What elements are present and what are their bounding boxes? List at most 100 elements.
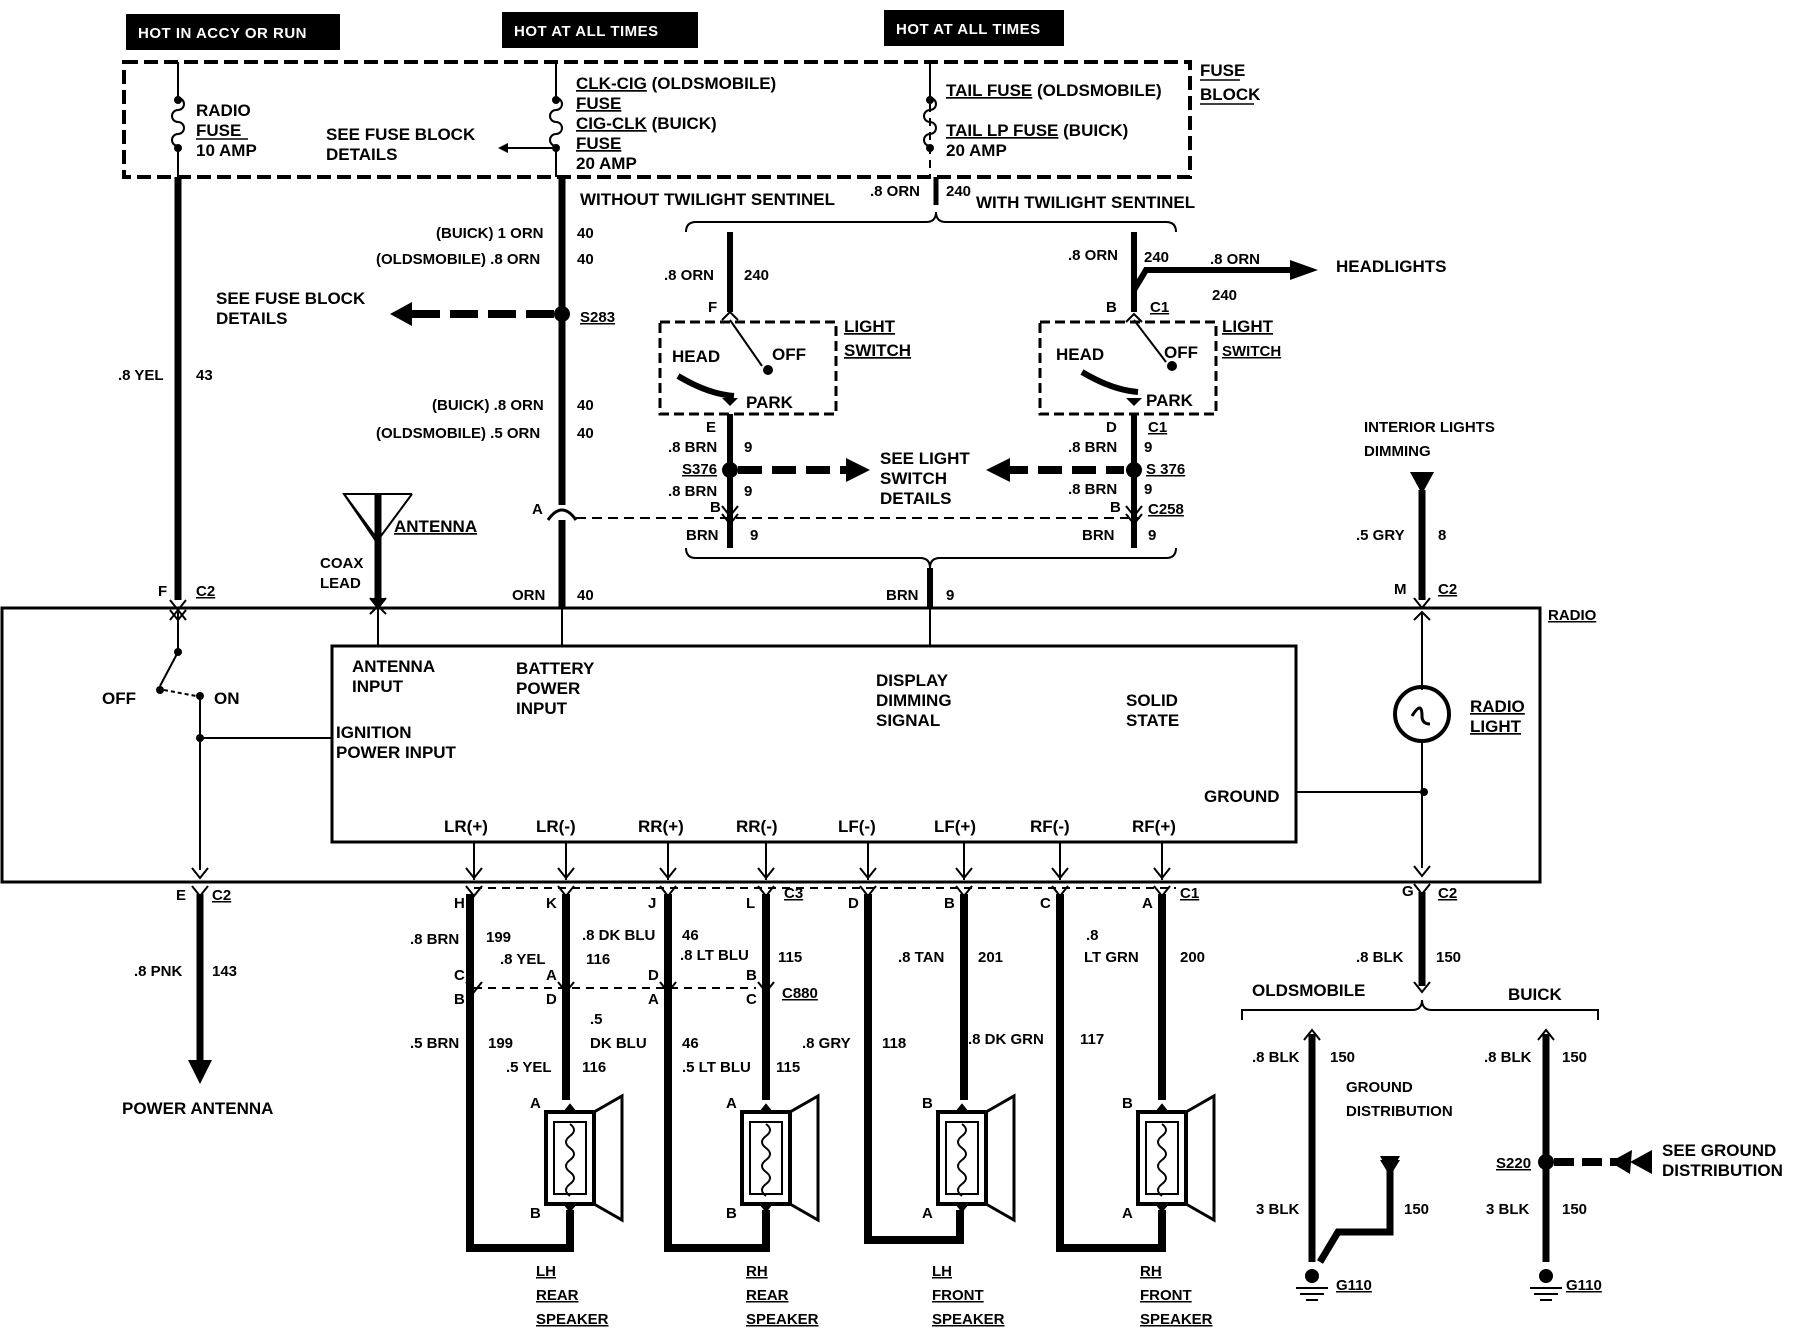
speaker-pin-top: B bbox=[1122, 1095, 1133, 1112]
svg-text:CLK-CIG (OLDSMOBILE): CLK-CIG (OLDSMOBILE) bbox=[576, 74, 776, 93]
svg-text:150: 150 bbox=[1562, 1201, 1587, 1218]
svg-text:GROUND: GROUND bbox=[1346, 1079, 1413, 1096]
svg-text:.8 BLK: .8 BLK bbox=[1484, 1049, 1532, 1066]
tail-fuse: TAIL FUSE (OLDSMOBILE) TAIL LP FUSE (BUI… bbox=[923, 62, 1162, 160]
speaker-pin-bottom: B bbox=[530, 1205, 541, 1222]
svg-text:3 BLK: 3 BLK bbox=[1486, 1201, 1530, 1218]
svg-text:10 AMP: 10 AMP bbox=[196, 141, 257, 160]
svg-text:LT GRN: LT GRN bbox=[1084, 949, 1139, 966]
svg-text:9: 9 bbox=[1148, 527, 1156, 544]
output-label: LR(+) bbox=[444, 817, 488, 836]
svg-text:RADIO: RADIO bbox=[1548, 607, 1597, 624]
svg-text:S376: S376 bbox=[682, 461, 717, 478]
output-arrow bbox=[659, 867, 677, 880]
connector-pin: C bbox=[1040, 895, 1051, 912]
svg-text:C3: C3 bbox=[784, 885, 803, 902]
c880-pin-bottom: C bbox=[746, 991, 757, 1008]
connector-pin: B bbox=[944, 895, 955, 912]
power-antenna-circuit: E C2 .8 PNK 143 POWER ANTENNA bbox=[122, 885, 273, 1118]
svg-text:.8 DK BLU: .8 DK BLU bbox=[582, 927, 655, 944]
svg-text:SEE GROUND: SEE GROUND bbox=[1662, 1141, 1776, 1160]
svg-text:.8 ORN: .8 ORN bbox=[1068, 247, 1118, 264]
speaker-label: REAR bbox=[536, 1287, 579, 1304]
svg-text:SWITCH: SWITCH bbox=[844, 341, 911, 360]
svg-text:POWER: POWER bbox=[516, 679, 580, 698]
output-label: RF(-) bbox=[1030, 817, 1070, 836]
c880-chevron bbox=[659, 981, 677, 994]
svg-text:8: 8 bbox=[1438, 527, 1446, 544]
svg-text:DETAILS: DETAILS bbox=[880, 489, 951, 508]
svg-text:150: 150 bbox=[1436, 949, 1461, 966]
connector-chevron bbox=[859, 885, 877, 898]
svg-text:(OLDSMOBILE) .8 ORN: (OLDSMOBILE) .8 ORN bbox=[376, 251, 540, 268]
svg-text:G110: G110 bbox=[1566, 1277, 1602, 1294]
speaker-label: FRONT bbox=[932, 1287, 984, 1304]
clk-cig-fuse: CLK-CIG (OLDSMOBILE) FUSE CIG-CLK (BUICK… bbox=[549, 62, 776, 177]
c880-pin-top: B bbox=[746, 967, 757, 984]
header-at-all-times-2: HOT AT ALL TIMES bbox=[884, 10, 1064, 46]
svg-text:SEE FUSE BLOCK: SEE FUSE BLOCK bbox=[326, 125, 476, 144]
svg-text:HEAD: HEAD bbox=[672, 347, 720, 366]
output-label: LF(-) bbox=[838, 817, 876, 836]
svg-text:A: A bbox=[532, 501, 543, 518]
radio-unit: RADIO OFF ON ANTENNA INPUT BATTERY POWER… bbox=[0, 604, 1597, 884]
output-label: RR(+) bbox=[638, 817, 684, 836]
svg-text:150: 150 bbox=[1404, 1201, 1429, 1218]
svg-text:RADIO: RADIO bbox=[196, 101, 251, 120]
svg-text:115: 115 bbox=[776, 1059, 800, 1076]
svg-text:.5 LT BLU: .5 LT BLU bbox=[682, 1059, 751, 1076]
svg-text:.8 LT BLU: .8 LT BLU bbox=[680, 947, 749, 964]
svg-text:9: 9 bbox=[946, 587, 954, 604]
svg-text:C2: C2 bbox=[196, 583, 215, 600]
svg-text:.8 BRN: .8 BRN bbox=[1068, 481, 1117, 498]
svg-text:B: B bbox=[1110, 499, 1121, 516]
svg-text:S220: S220 bbox=[1496, 1155, 1531, 1172]
header-accy-run: HOT IN ACCY OR RUN bbox=[126, 14, 340, 50]
speaker-label: REAR bbox=[746, 1287, 789, 1304]
output-arrow bbox=[557, 867, 575, 880]
svg-text:BRN: BRN bbox=[1082, 527, 1115, 544]
svg-text:INPUT: INPUT bbox=[352, 677, 404, 696]
fuse-block: FUSE BLOCK bbox=[122, 60, 1261, 179]
connector-pin: L bbox=[746, 895, 755, 912]
svg-text:240: 240 bbox=[744, 267, 769, 284]
svg-text:.8 BLK: .8 BLK bbox=[1356, 949, 1404, 966]
speaker-pin-top: A bbox=[726, 1095, 737, 1112]
svg-text:201: 201 bbox=[978, 949, 1003, 966]
antenna: ANTENNA COAX LEAD bbox=[320, 493, 477, 610]
svg-text:HOT AT ALL TIMES: HOT AT ALL TIMES bbox=[896, 21, 1041, 38]
connector-chevron bbox=[955, 885, 973, 898]
svg-text:SEE FUSE BLOCK: SEE FUSE BLOCK bbox=[216, 289, 366, 308]
svg-text:9: 9 bbox=[1144, 439, 1152, 456]
connector-chevron bbox=[1051, 885, 1069, 898]
svg-text:E: E bbox=[706, 419, 716, 436]
svg-text:POWER INPUT: POWER INPUT bbox=[336, 743, 457, 762]
svg-text:BUICK: BUICK bbox=[1508, 985, 1563, 1004]
speaker-label: SPEAKER bbox=[536, 1311, 609, 1328]
c880-chevron bbox=[465, 981, 483, 994]
fuse-block-title: FUSE bbox=[1200, 61, 1245, 80]
svg-text:.5 YEL: .5 YEL bbox=[506, 1059, 552, 1076]
svg-text:G: G bbox=[1402, 883, 1414, 900]
svg-text:40: 40 bbox=[577, 397, 594, 414]
svg-text:INPUT: INPUT bbox=[516, 699, 568, 718]
svg-text:.8 ORN: .8 ORN bbox=[664, 267, 714, 284]
svg-text:E: E bbox=[176, 887, 186, 904]
svg-text:LIGHT: LIGHT bbox=[1470, 717, 1522, 736]
connector-pin: D bbox=[848, 895, 859, 912]
svg-text:LIGHT: LIGHT bbox=[844, 317, 896, 336]
svg-text:DISPLAY: DISPLAY bbox=[876, 671, 949, 690]
svg-text:20 AMP: 20 AMP bbox=[576, 154, 637, 173]
svg-text:B: B bbox=[710, 499, 721, 516]
speaker-pin-bottom: A bbox=[922, 1205, 933, 1222]
svg-text:IGNITION: IGNITION bbox=[336, 723, 412, 742]
output-label: RF(+) bbox=[1132, 817, 1176, 836]
light-switch-right: .8 ORN 240 .8 ORN 240 HEADLIGHTS B C1 HE… bbox=[1038, 232, 1447, 548]
connector-chevron bbox=[465, 885, 483, 898]
svg-text:(OLDSMOBILE) .5 ORN: (OLDSMOBILE) .5 ORN bbox=[376, 425, 540, 442]
radio-speaker-outputs: LR(+)LR(-)RR(+)RR(-)LF(-)LF(+)RF(-)RF(+) bbox=[444, 817, 1176, 880]
svg-text:.5: .5 bbox=[590, 1011, 603, 1028]
svg-text:ORN: ORN bbox=[512, 587, 545, 604]
svg-text:C2: C2 bbox=[1438, 885, 1457, 902]
